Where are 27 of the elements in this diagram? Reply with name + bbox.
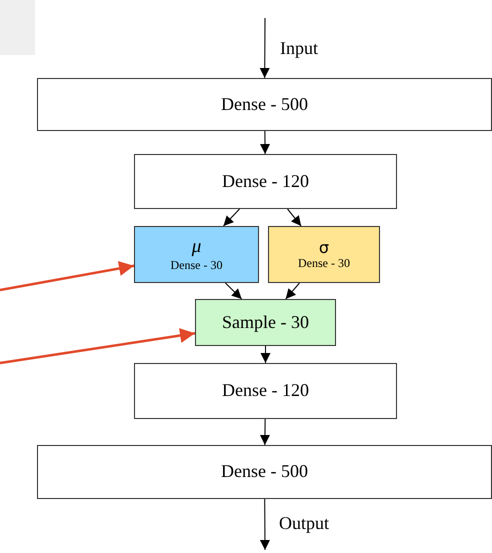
layer-box [195, 299, 336, 346]
layer-label: Sample - 30 [222, 312, 309, 334]
arrow [260, 418, 270, 446]
arrow [260, 498, 270, 550]
arrow [0, 261, 134, 292]
symbol-label: μ [192, 236, 202, 258]
layer-label: Dense - 500 [221, 461, 308, 483]
layer-label: Dense - 30 [298, 256, 350, 270]
layer-box [37, 78, 492, 131]
arrow [260, 130, 270, 154]
symbol-label: σ [318, 238, 330, 256]
layer-label: Dense - 120 [222, 170, 309, 192]
layer-label: Dense - 30 [170, 258, 222, 272]
arrow [260, 18, 270, 78]
layer-box [134, 226, 259, 283]
layer-box [268, 226, 380, 283]
arrow [0, 328, 196, 364]
layer-box [37, 445, 492, 499]
layer-label: Dense - 120 [222, 380, 309, 402]
arrow [287, 208, 302, 226]
layer-box [134, 363, 397, 419]
arrow [285, 282, 300, 300]
arrow [224, 282, 242, 300]
layer-box [134, 154, 397, 209]
layer-label: Dense - 500 [221, 94, 308, 116]
arrow [260, 346, 270, 364]
arrow [222, 208, 240, 226]
